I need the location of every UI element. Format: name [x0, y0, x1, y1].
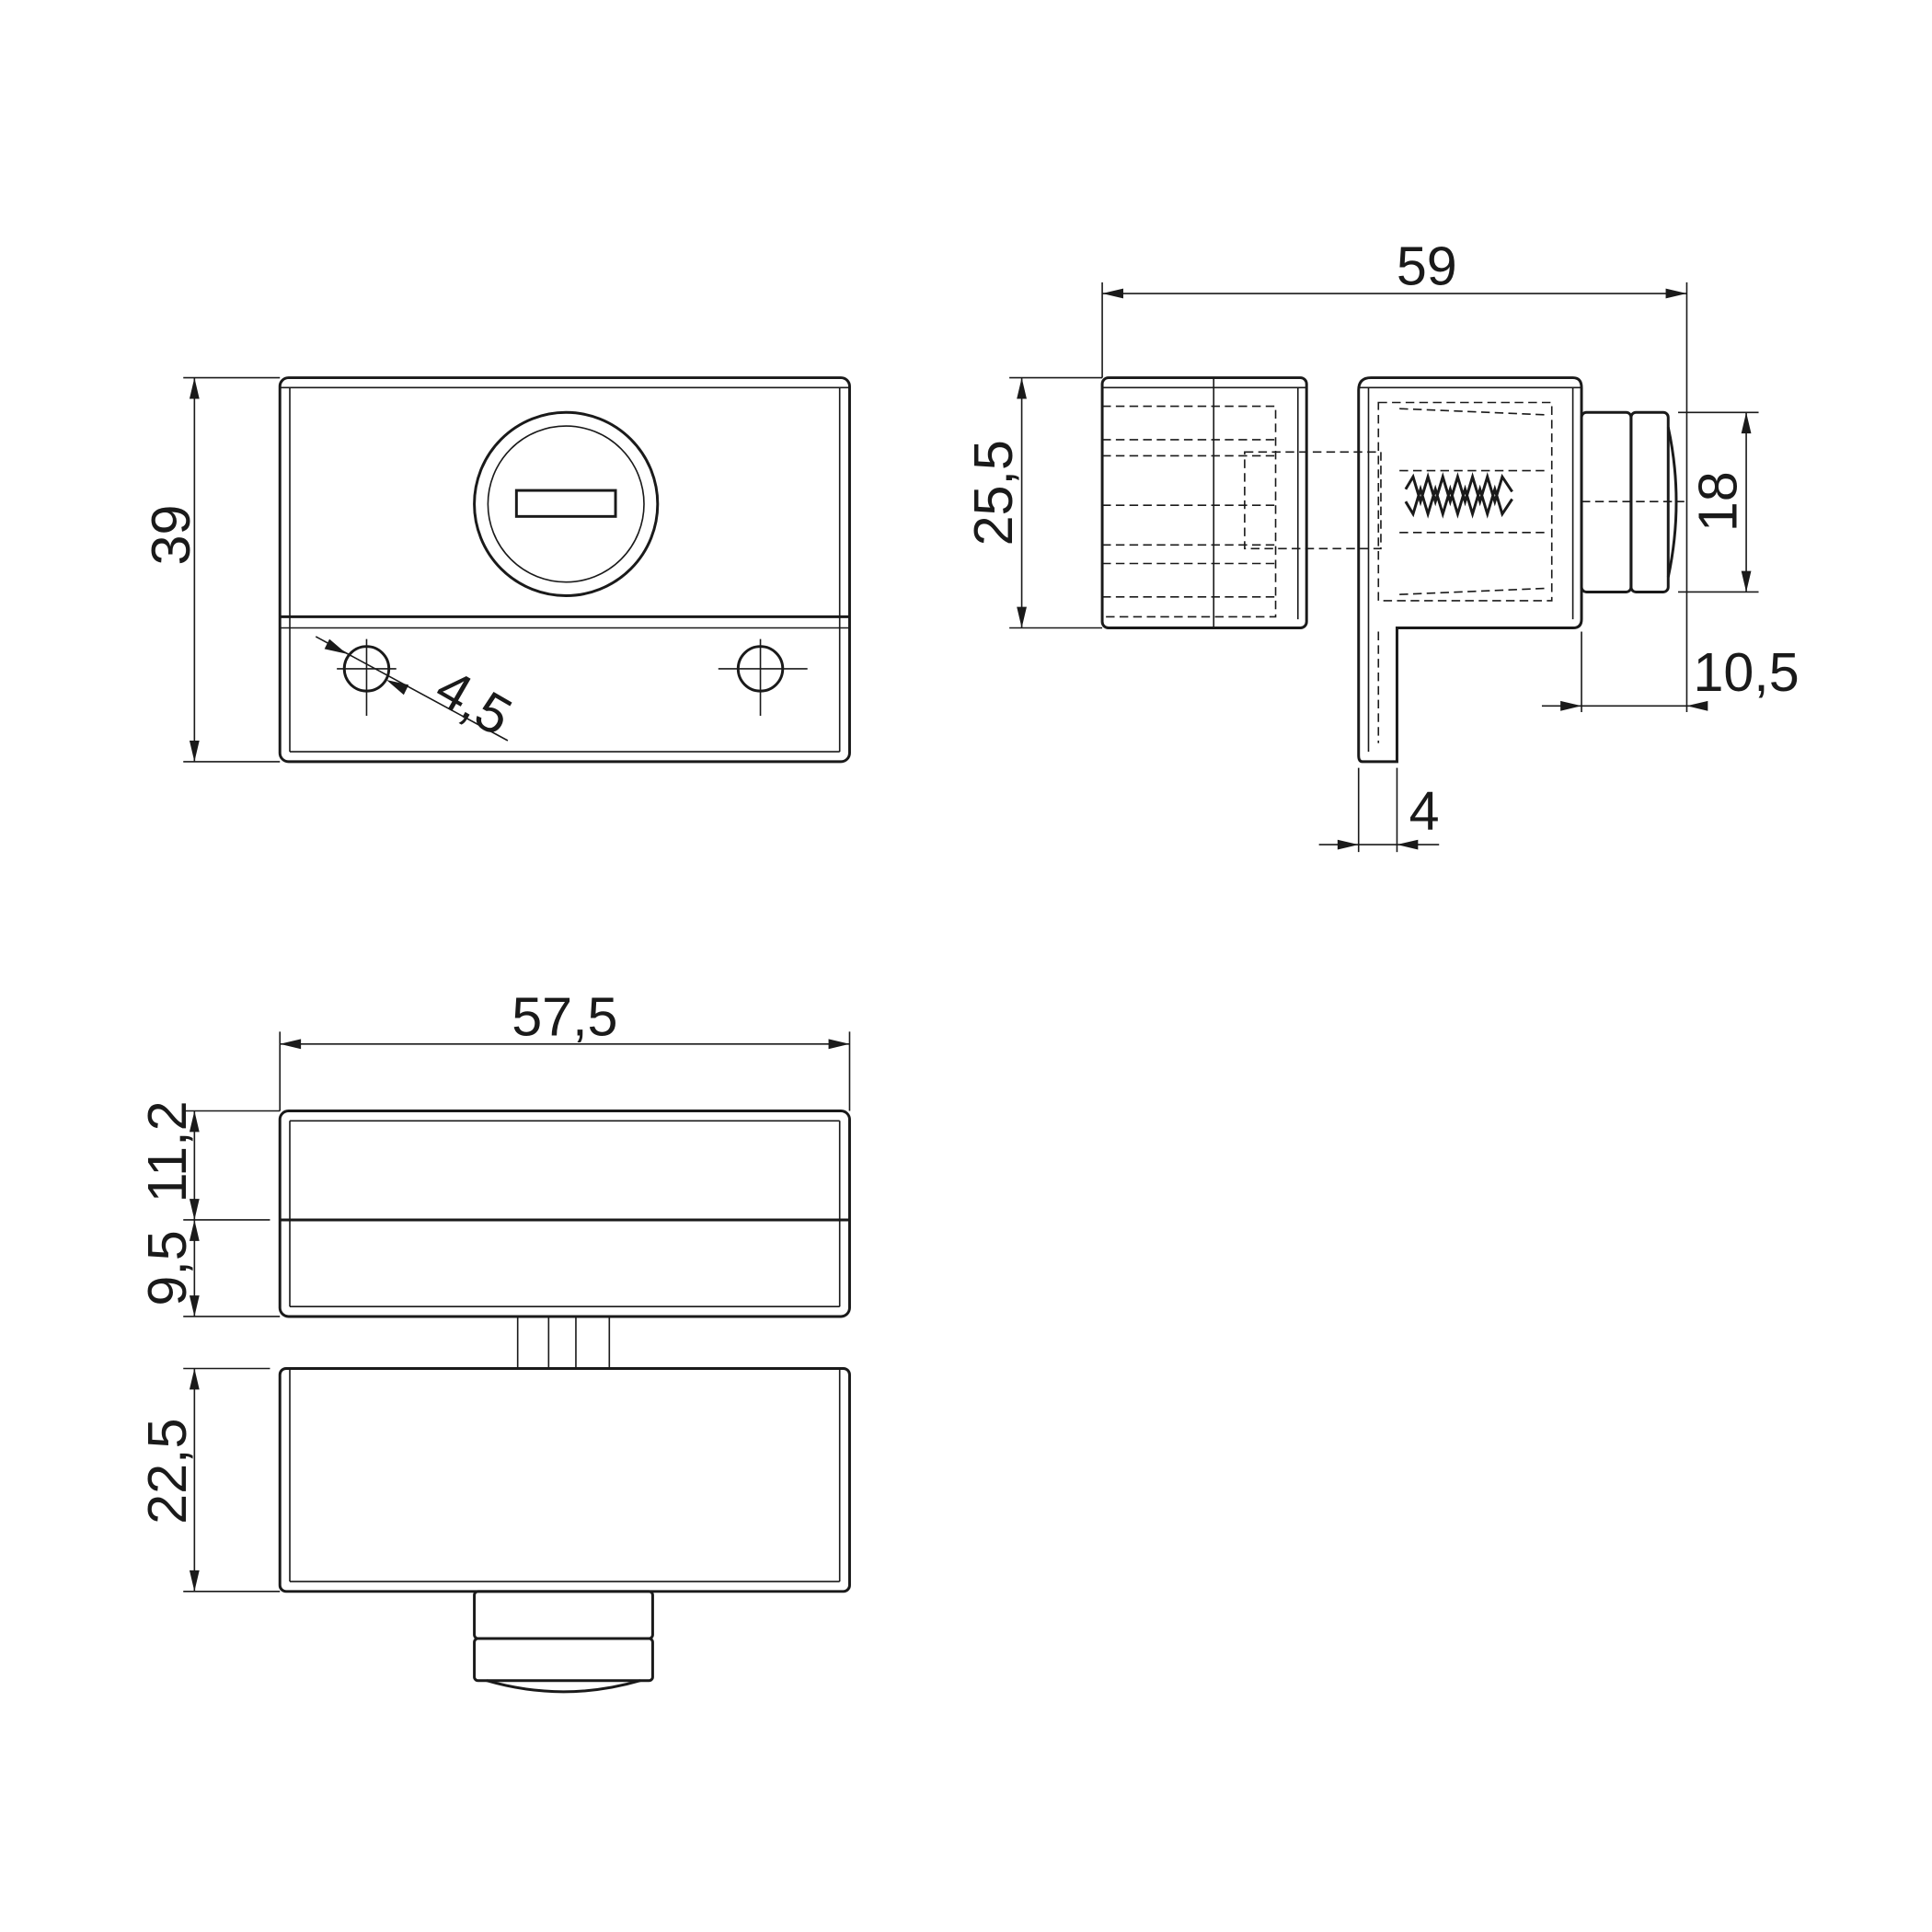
dimension-left-stack: 11,2 9,5 22,5: [136, 1100, 281, 1593]
dimension-label-11-2: 11,2: [136, 1100, 198, 1202]
top-view: 57,5 11,2 9,5 22,5: [136, 985, 851, 1694]
dimension-label-10-5: 10,5: [1693, 641, 1799, 703]
side-view: 59 25,5 18 10,5: [962, 236, 1800, 853]
knob-top: [473, 1590, 654, 1694]
screw-icon: [1404, 472, 1513, 519]
dimension-height: 39: [140, 376, 281, 763]
dimension-hole: 4,5: [315, 636, 523, 748]
dimension-label-39: 39: [140, 505, 201, 566]
dimension-label-4: 4: [1409, 780, 1440, 842]
front-view: 39 4,5: [140, 376, 851, 764]
dimension-label-18: 18: [1686, 471, 1748, 532]
dimension-18: 18: [1678, 411, 1759, 593]
knob-side: [1580, 410, 1685, 593]
dimension-59: 59: [1101, 236, 1688, 713]
dimension-label-4-5: 4,5: [426, 656, 523, 747]
mounting-hole-left: [337, 638, 397, 717]
dimension-label-57-5: 57,5: [512, 985, 617, 1047]
key-cylinder-icon: [473, 410, 660, 597]
dimension-4: 4: [1318, 767, 1440, 853]
dimension-label-22-5: 22,5: [136, 1419, 198, 1524]
bolt-pin: [516, 1316, 611, 1369]
dimension-label-25-5: 25,5: [962, 440, 1024, 546]
dimension-label-9-5: 9,5: [136, 1230, 198, 1305]
dimension-10-5: 10,5: [1541, 631, 1800, 713]
mounting-hole-right: [718, 638, 808, 717]
dimension-57-5: 57,5: [279, 985, 851, 1111]
dimension-label-59: 59: [1397, 236, 1457, 297]
dimension-25-5: 25,5: [962, 376, 1103, 629]
